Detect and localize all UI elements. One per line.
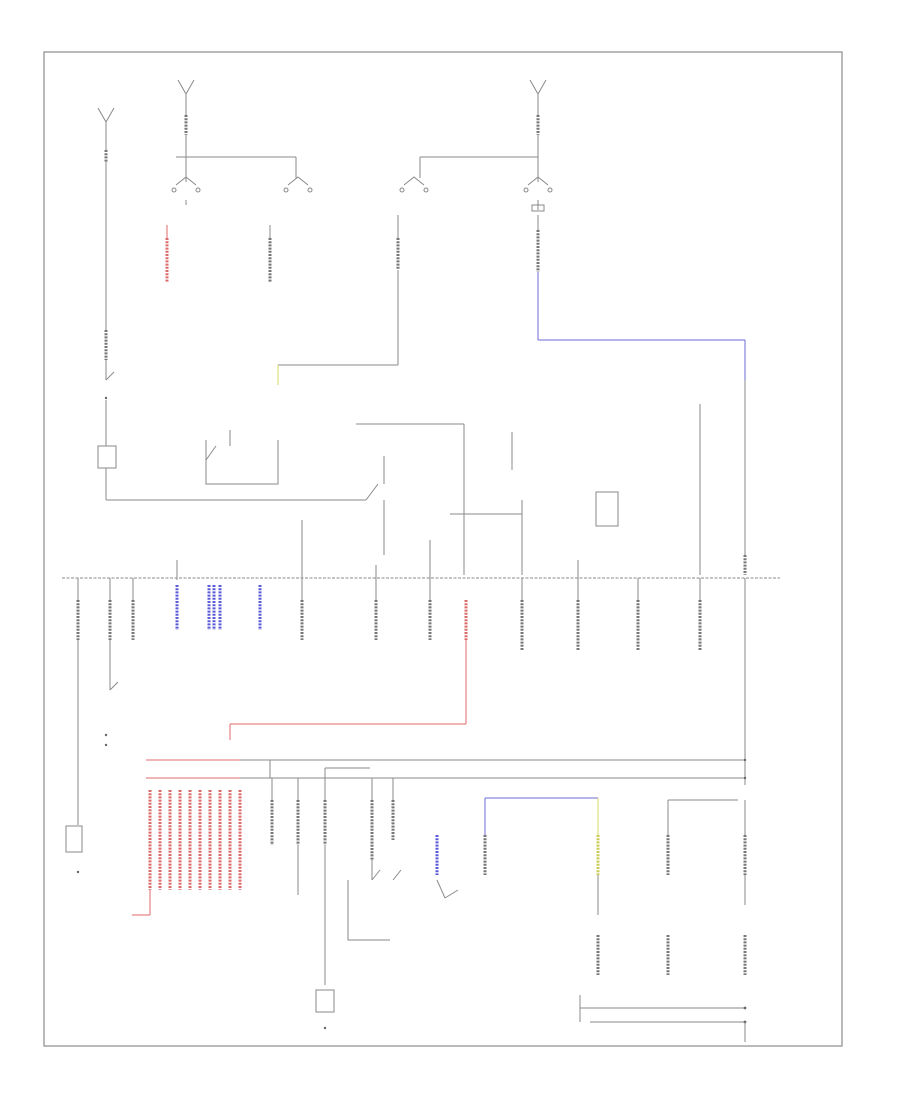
fuse-feed-left	[97, 107, 115, 124]
fuse-feed-ignition	[177, 79, 195, 96]
ignition-drops	[165, 215, 747, 575]
left-grounds	[65, 733, 327, 1030]
bus-drops	[76, 520, 746, 825]
ignition-switch	[171, 157, 553, 212]
lower-bus	[146, 758, 747, 780]
lower-drops	[270, 767, 747, 1042]
red-harness	[132, 759, 242, 916]
relay-block	[97, 400, 701, 575]
diagram-frame	[43, 51, 843, 1047]
top-feeds	[97, 79, 547, 400]
fuse-feed-right	[529, 79, 547, 96]
